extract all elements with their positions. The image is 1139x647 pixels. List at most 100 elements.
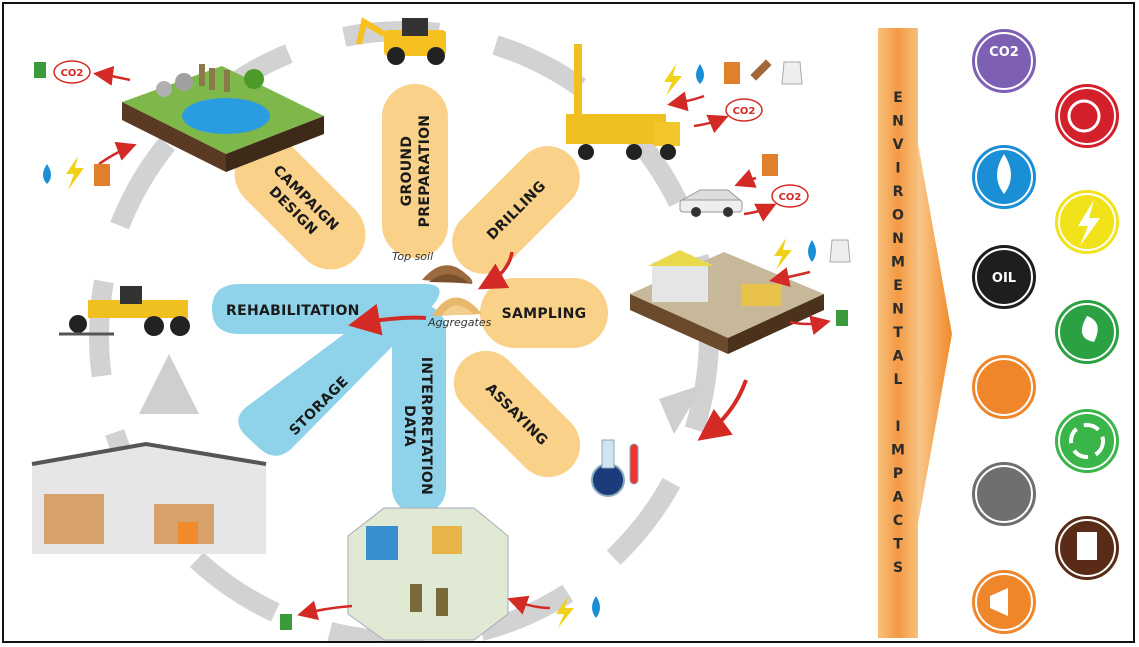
drop-glyph-icon: [997, 154, 1011, 194]
drill-truck-illustration: [566, 44, 680, 160]
red-arrow-to-rehabilitation: [348, 303, 427, 336]
ground-label-2: PREPARATION: [417, 115, 433, 228]
plant-hand-icon-ring: [1058, 303, 1116, 361]
impact-letter: M: [891, 443, 905, 459]
impact-letter: E: [893, 278, 903, 294]
co2-cloud-icon: CO2: [53, 60, 91, 84]
data-label: DATA: [401, 405, 417, 447]
red-arrow-drilling-to-aggregates: [477, 251, 514, 290]
impact-letter: E: [893, 90, 903, 106]
bolt-glyph-icon: [1078, 200, 1100, 246]
petal-ground-preparation: GROUND PREPARATION: [382, 84, 448, 258]
svg-text:CO2: CO2: [733, 106, 756, 117]
water-drop-icon-ring: [975, 148, 1033, 206]
megaphone-noise-icon-ring: [975, 573, 1033, 631]
impact-letter: A: [893, 490, 904, 506]
leaf-glyph-icon: [1081, 316, 1098, 342]
lightning-icon: [556, 596, 574, 628]
globe-glyph-icon: [1067, 99, 1101, 133]
bin-icon: [34, 62, 46, 78]
fuel-can-icon: [724, 62, 740, 84]
waste-bin-icon-ring: [1058, 519, 1116, 577]
impact-letter: V: [893, 137, 904, 153]
fuel-can-icon: [94, 164, 110, 186]
petal-assaying: ASSAYING: [453, 350, 581, 478]
cement-bag-icon: [781, 61, 803, 85]
aggregates-label: Aggregates: [427, 316, 492, 329]
impact-letter: N: [892, 302, 904, 318]
wastewater-icon-ring: [975, 465, 1033, 523]
grader-illustration: [59, 286, 190, 336]
co2-text: CO2: [989, 45, 1019, 60]
impact-letter: A: [893, 349, 904, 365]
blue-rehabilitation-arrow: REHABILITATION STORAGE DATA INTERPRETATI…: [212, 284, 446, 514]
top-soil-pile: Top soil: [392, 250, 473, 284]
top-soil-label: Top soil: [392, 250, 433, 263]
lightning-icon: [664, 64, 682, 96]
radiation-glyph-icon: [1069, 423, 1105, 459]
water-drop-icon: [808, 240, 816, 262]
co2-cloud-icon: CO2: [771, 184, 809, 208]
petal-sampling: SAMPLING: [480, 278, 608, 348]
impacts-arrow: [918, 144, 952, 524]
small-resource-icons: CO2 CO2 CO2: [34, 59, 851, 630]
water-drop-icon: [592, 596, 600, 618]
radiation-icon-ring: [1058, 412, 1116, 470]
spill-icon: [968, 351, 1040, 423]
global-warming-icon-ring: [1058, 87, 1116, 145]
exploration-cycle-diagram: CAMPAIGN DESIGN GROUND PREPARATION DRILL…: [31, 17, 1123, 641]
wastewater-icon: [968, 458, 1040, 530]
rehabilitation-label: REHABILITATION: [226, 303, 360, 319]
impact-letter: P: [893, 466, 903, 482]
radiation-icon: [1051, 405, 1123, 477]
red-flow-arrows: [93, 65, 831, 621]
impact-letter: L: [894, 372, 903, 388]
impact-letter: N: [892, 114, 904, 130]
bin-icon: [280, 614, 292, 630]
svg-text:CO2: CO2: [61, 68, 84, 79]
interpretation-label: INTERPRETATION: [418, 357, 434, 495]
ring-arrow-bottom-right: [659, 384, 704, 434]
co2-factory-icon: [968, 25, 1040, 97]
impact-letter: M: [891, 255, 905, 271]
oil-barrel-icon: [968, 241, 1040, 313]
fuel-can-icon: [762, 154, 778, 176]
aggregates-pile: Aggregates: [427, 297, 492, 329]
data-office-illustration: [347, 507, 509, 641]
petal-drilling: DRILLING: [452, 146, 580, 274]
impact-letter: R: [893, 184, 904, 200]
megaphone-glyph-icon: [990, 588, 1008, 616]
backhoe-illustration: [356, 17, 446, 65]
sample-warehouse-illustration: [630, 250, 824, 354]
spill-icon-ring: [975, 358, 1033, 416]
impact-letter: I: [895, 419, 900, 435]
impact-letter: I: [895, 161, 900, 177]
impact-letter: N: [892, 231, 904, 247]
lightning-icon: [774, 238, 792, 270]
water-drop-icon: [43, 164, 51, 184]
impact-letter: S: [893, 560, 903, 576]
campaign-site-illustration: [122, 64, 324, 172]
assay-glassware-illustration: [591, 439, 639, 497]
oil-text: OIL: [992, 271, 1016, 286]
bin-icon: [836, 310, 848, 326]
impact-letter: T: [893, 325, 903, 341]
cement-bag-icon: [829, 239, 851, 263]
impact-letter: O: [892, 208, 904, 224]
ground-label-1: GROUND: [399, 136, 415, 207]
svg-text:CO2: CO2: [779, 192, 802, 203]
co2-cloud-icon: CO2: [725, 98, 763, 122]
global-warming-icon: [1051, 80, 1123, 152]
impact-letter: T: [893, 537, 903, 553]
oil-barrel-icon-ring: [975, 248, 1033, 306]
co2-factory-icon-ring: [975, 32, 1033, 90]
car-illustration: [679, 189, 743, 217]
wood-log-icon: [750, 59, 772, 81]
lightning-icon: [66, 156, 84, 190]
sampling-label: SAMPLING: [502, 306, 587, 322]
impact-letter: C: [893, 513, 903, 529]
water-drop-icon: [696, 64, 704, 84]
storage-hall-illustration: [31, 441, 267, 554]
